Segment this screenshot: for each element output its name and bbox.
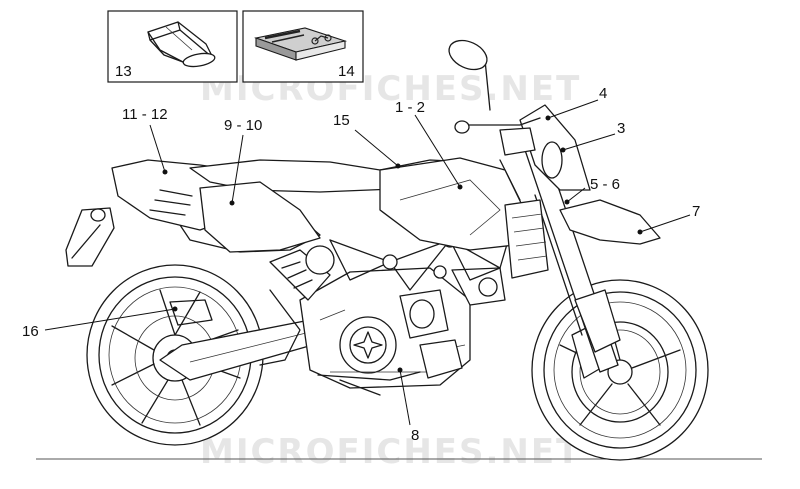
callout-7-label: 7 (692, 203, 700, 220)
callout-15-label: 15 (333, 112, 350, 129)
headlight-fairing (519, 104, 591, 191)
inset-box-14: 14 (242, 10, 364, 83)
callout-leaders (44, 99, 691, 426)
front-fender (559, 199, 661, 245)
front-fork (524, 147, 621, 373)
watermark-bottom: MICROFICHES.NET (200, 432, 581, 472)
callout-13-label: 13 (115, 63, 132, 80)
callout-16-label: 16 (22, 323, 39, 340)
motorcycle-drawing (65, 39, 709, 461)
callout-3-label: 3 (617, 120, 625, 137)
callout-8-label: 8 (411, 427, 419, 444)
callout-1-2-label: 1 - 2 (395, 99, 425, 116)
rear-caliper (169, 299, 213, 326)
radiator (504, 199, 549, 279)
rear-side-cover (199, 181, 321, 253)
inset-box-13: 13 (107, 10, 238, 83)
handlebar-assembly (448, 39, 541, 156)
callout-5-6-label: 5 - 6 (590, 176, 620, 193)
callout-11-12-label: 11 - 12 (122, 106, 168, 123)
owners-manual-book-icon (253, 27, 348, 61)
callout-4-label: 4 (599, 85, 607, 102)
repair-kit-pouch-icon (147, 21, 216, 68)
exhaust-collector (419, 339, 463, 379)
rear-shock (269, 245, 335, 301)
callout-9-10-label: 9 - 10 (224, 117, 262, 134)
footpeg-bracket (259, 289, 301, 366)
front-wheel (531, 279, 709, 461)
callout-14-label: 14 (338, 63, 355, 80)
